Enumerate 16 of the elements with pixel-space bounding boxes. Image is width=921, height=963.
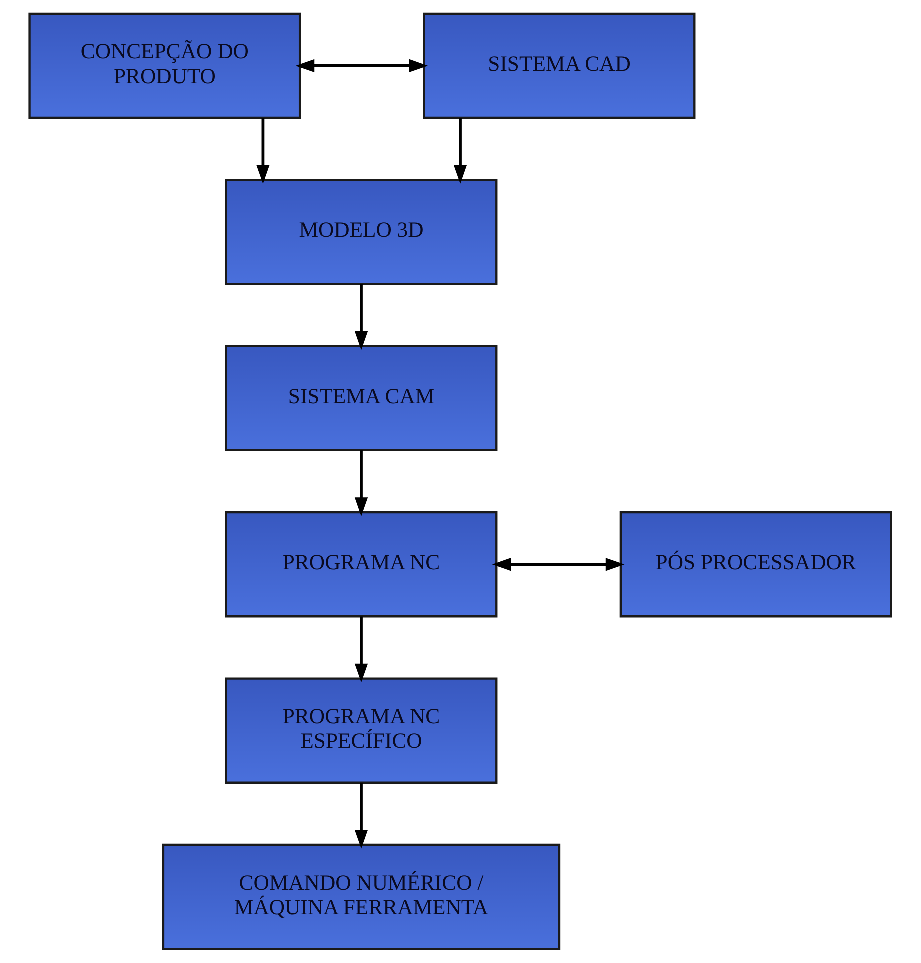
- arrow: [256, 118, 270, 184]
- node-box: SISTEMA CAD: [423, 12, 696, 120]
- arrow: [296, 59, 428, 73]
- node-box: PÓS PROCESSADOR: [620, 512, 892, 618]
- node-box: MODELO 3D: [225, 179, 498, 286]
- node-box: SISTEMA CAM: [225, 345, 498, 452]
- arrow: [354, 450, 368, 516]
- node-box: PROGRAMA NC: [225, 512, 498, 618]
- arrow: [354, 782, 368, 849]
- node-box: PROGRAMA NC ESPECÍFICO: [225, 678, 498, 784]
- arrow: [354, 284, 368, 350]
- arrow: [492, 558, 625, 572]
- arrow: [354, 616, 368, 683]
- node-box: COMANDO NUMÉRICO / MÁQUINA FERRAMENTA: [162, 844, 561, 950]
- arrow: [454, 118, 468, 184]
- node-box: CONCEPÇÃO DO PRODUTO: [28, 12, 302, 120]
